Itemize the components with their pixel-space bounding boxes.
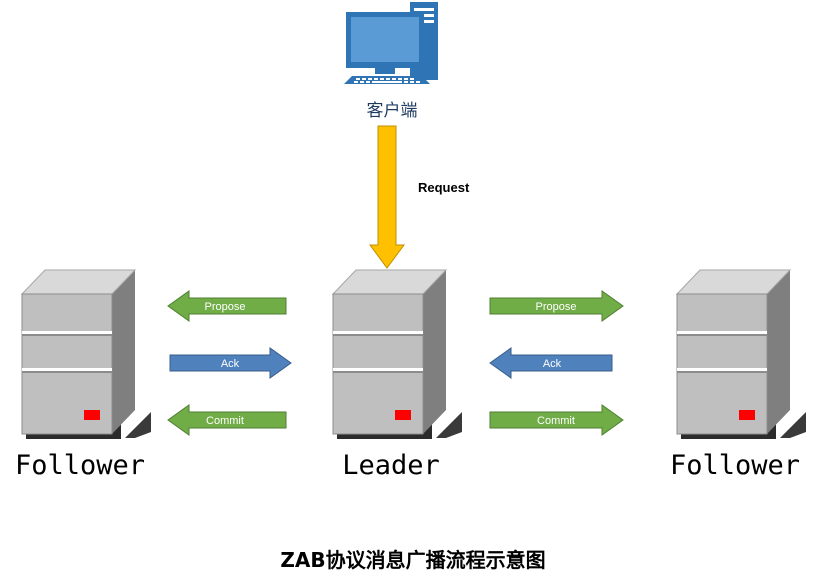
leader-label: Leader bbox=[342, 450, 440, 481]
right-commit-label: Commit bbox=[537, 415, 575, 427]
right-ack-label: Ack bbox=[543, 358, 562, 370]
follower-left-label: Follower bbox=[15, 450, 145, 481]
right-propose-arrow: Propose bbox=[489, 290, 624, 322]
left-propose-arrow: Propose bbox=[167, 290, 287, 322]
diagram-caption: ZAB协议消息广播流程示意图 bbox=[280, 548, 545, 572]
client-label: 客户端 bbox=[367, 101, 418, 121]
left-ack-arrow: Ack bbox=[169, 347, 292, 379]
right-commit-arrow: Commit bbox=[489, 404, 624, 436]
follower-right-server-icon bbox=[676, 269, 807, 440]
right-ack-arrow: Ack bbox=[489, 347, 613, 379]
follower-right-label: Follower bbox=[670, 450, 800, 481]
follower-left-server-icon bbox=[21, 269, 152, 440]
request-arrow bbox=[369, 125, 405, 269]
computer-icon bbox=[344, 2, 438, 84]
left-ack-label: Ack bbox=[221, 358, 240, 370]
leader-server-icon bbox=[332, 269, 463, 440]
right-propose-label: Propose bbox=[536, 301, 577, 313]
left-propose-label: Propose bbox=[205, 301, 246, 313]
left-commit-label: Commit bbox=[206, 415, 244, 427]
request-label: Request bbox=[418, 180, 470, 195]
left-commit-arrow: Commit bbox=[167, 404, 287, 436]
